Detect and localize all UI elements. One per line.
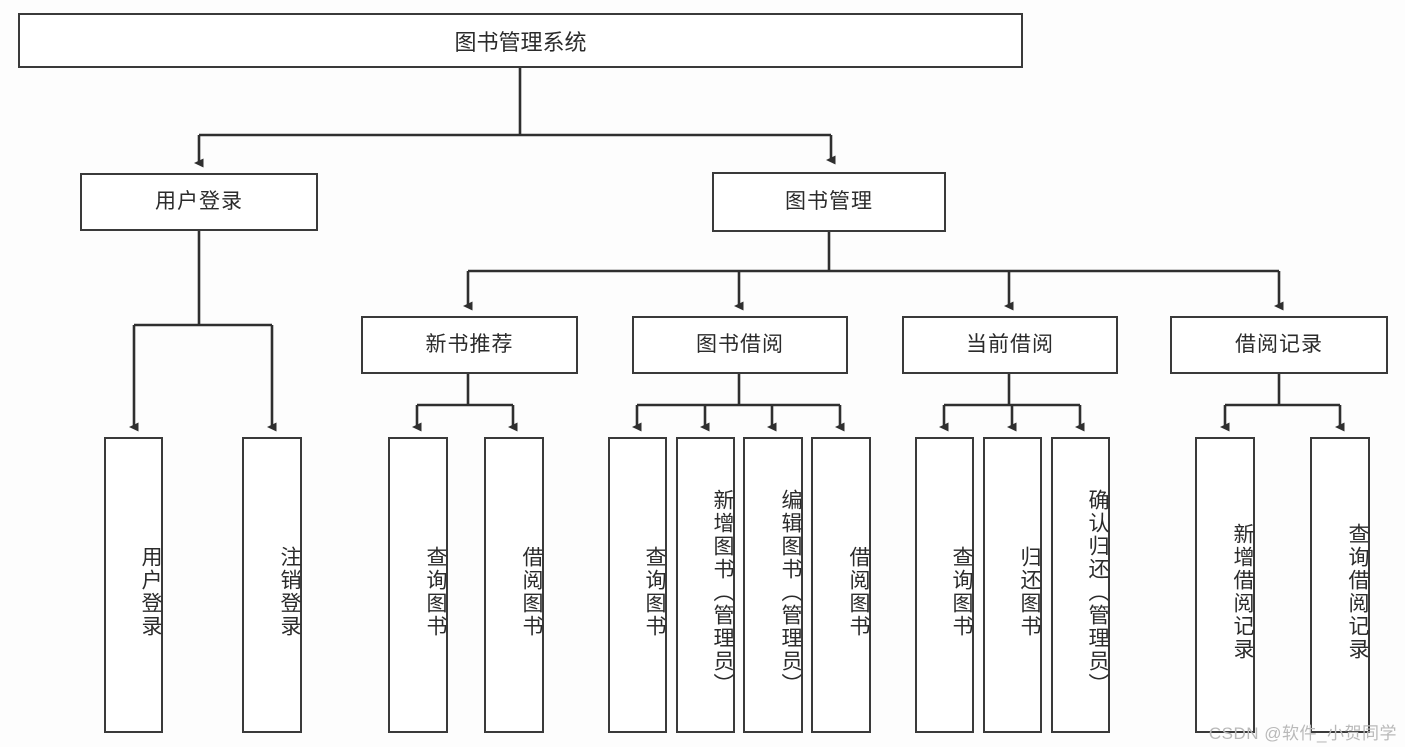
leaf-borrow-book-2[interactable]: 借阅图书 bbox=[811, 437, 871, 733]
leaf-confirm-return[interactable]: 确认归还（管理员） bbox=[1051, 437, 1110, 733]
node-label: 借阅图书 bbox=[520, 546, 543, 638]
node-label: 图书管理系统 bbox=[454, 29, 587, 55]
node-borrow-record[interactable]: 借阅记录 bbox=[1170, 316, 1388, 374]
node-label: 新书推荐 bbox=[425, 333, 514, 357]
leaf-query-book-2[interactable]: 查询图书 bbox=[608, 437, 667, 733]
node-label: 确认归还（管理员） bbox=[1086, 488, 1109, 696]
node-label: 图书借阅 bbox=[696, 333, 784, 357]
leaf-add-record[interactable]: 新增借阅记录 bbox=[1195, 437, 1255, 733]
node-book-management[interactable]: 图书管理 bbox=[712, 172, 946, 232]
node-label: 归还图书 bbox=[1018, 546, 1041, 638]
node-label: 新增图书（管理员） bbox=[711, 488, 734, 696]
node-book-borrow[interactable]: 图书借阅 bbox=[632, 316, 848, 374]
leaf-return-book[interactable]: 归还图书 bbox=[983, 437, 1042, 733]
node-label: 查询图书 bbox=[424, 546, 447, 638]
leaf-add-book[interactable]: 新增图书（管理员） bbox=[676, 437, 735, 733]
node-label: 新增借阅记录 bbox=[1231, 523, 1254, 661]
node-label: 查询图书 bbox=[950, 546, 973, 638]
leaf-query-record[interactable]: 查询借阅记录 bbox=[1310, 437, 1370, 733]
node-label: 查询图书 bbox=[643, 546, 666, 638]
watermark: CSDN @软件_小贺同学 bbox=[1208, 724, 1397, 743]
leaf-logout[interactable]: 注销登录 bbox=[242, 437, 302, 733]
leaf-borrow-book-1[interactable]: 借阅图书 bbox=[484, 437, 544, 733]
node-label: 当前借阅 bbox=[966, 333, 1054, 357]
node-label: 图书管理 bbox=[785, 190, 873, 214]
leaf-query-book-1[interactable]: 查询图书 bbox=[388, 437, 448, 733]
leaf-query-book-3[interactable]: 查询图书 bbox=[915, 437, 974, 733]
node-user-login[interactable]: 用户登录 bbox=[80, 173, 318, 231]
node-current-borrow[interactable]: 当前借阅 bbox=[902, 316, 1118, 374]
node-label: 借阅图书 bbox=[847, 546, 870, 638]
leaf-user-login[interactable]: 用户登录 bbox=[104, 437, 163, 733]
node-label: 查询借阅记录 bbox=[1346, 523, 1369, 661]
leaf-edit-book[interactable]: 编辑图书（管理员） bbox=[743, 437, 803, 733]
node-label: 用户登录 bbox=[155, 190, 243, 214]
node-label: 注销登录 bbox=[278, 546, 301, 638]
node-root-book-management-system[interactable]: 图书管理系统 bbox=[18, 13, 1023, 68]
node-label: 编辑图书（管理员） bbox=[779, 488, 802, 696]
node-label: 借阅记录 bbox=[1235, 333, 1323, 357]
node-label: 用户登录 bbox=[139, 546, 162, 638]
node-new-book-recommend[interactable]: 新书推荐 bbox=[361, 316, 578, 374]
